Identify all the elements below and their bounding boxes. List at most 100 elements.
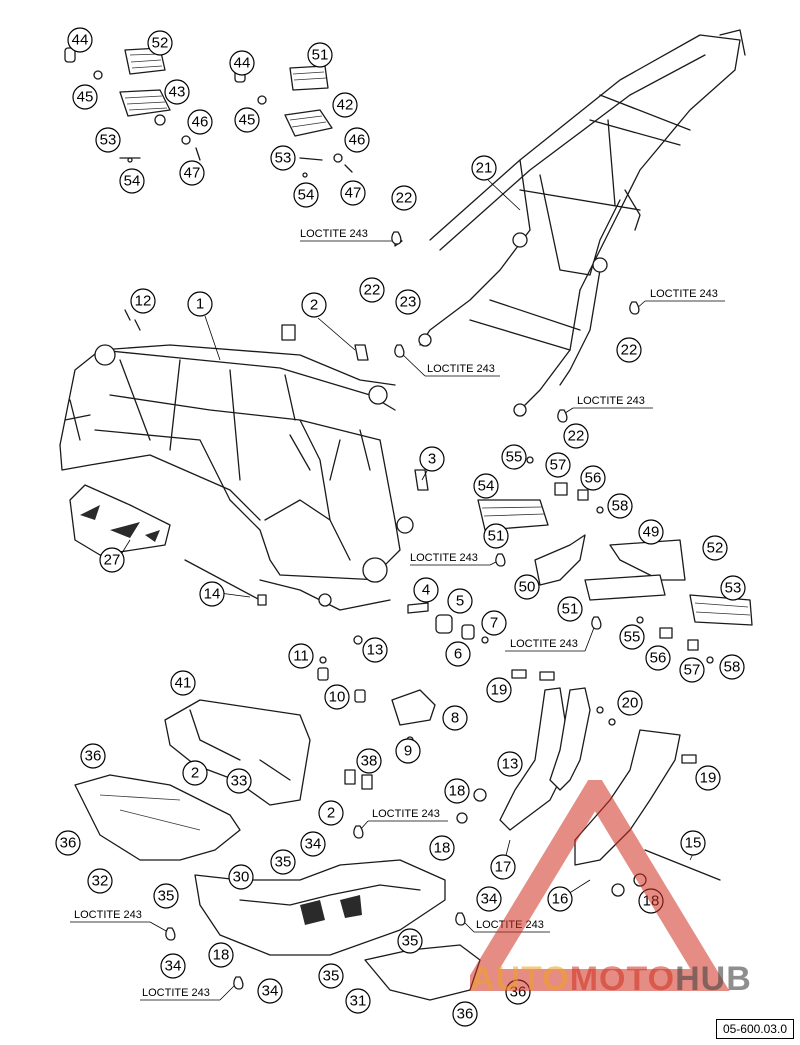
callout-35: 35 xyxy=(397,928,423,954)
callout-27: 27 xyxy=(99,547,125,573)
leader-lines xyxy=(121,179,694,900)
callout-22: 22 xyxy=(391,185,417,211)
callout-15: 15 xyxy=(680,830,706,856)
callout-57: 56 xyxy=(580,465,606,491)
callout-22: 22 xyxy=(563,423,589,449)
svg-text:22: 22 xyxy=(364,282,381,299)
skid-plate-30 xyxy=(194,859,481,1001)
loctite-text: LOCTITE 243 xyxy=(372,808,440,820)
callout-52: 51 xyxy=(557,596,583,622)
callout-36: 36 xyxy=(505,979,531,1005)
svg-text:54: 54 xyxy=(124,173,141,190)
svg-text:31: 31 xyxy=(350,993,367,1010)
callout-43: 45 xyxy=(234,107,260,133)
callout-9: 9 xyxy=(395,738,421,764)
svg-text:50: 50 xyxy=(519,579,536,596)
svg-text:16: 16 xyxy=(552,891,569,908)
callout-2: 2 xyxy=(318,800,344,826)
callout-34: 34 xyxy=(160,953,186,979)
callout-1: 1 xyxy=(187,291,213,317)
svg-text:51: 51 xyxy=(488,528,505,545)
loctite-label: LOCTITE 243 xyxy=(359,808,448,831)
callout-36: 36 xyxy=(452,1001,478,1027)
callout-2: 2 xyxy=(301,292,327,318)
callout-37: 38 xyxy=(356,748,382,774)
callout-45: 47 xyxy=(179,160,205,186)
lower-guards-left xyxy=(74,699,373,861)
callout-31: 31 xyxy=(345,988,371,1014)
svg-text:54: 54 xyxy=(478,478,495,495)
callout-36: 36 xyxy=(55,830,81,856)
callout-58: 57 xyxy=(679,657,705,683)
callout-23: 23 xyxy=(395,289,421,315)
callout-50: 49 xyxy=(638,519,664,545)
svg-text:2: 2 xyxy=(191,765,199,782)
callout-35: 35 xyxy=(318,963,344,989)
svg-text:47: 47 xyxy=(184,165,201,182)
callout-57: 56 xyxy=(645,645,671,671)
loctite-text: LOCTITE 243 xyxy=(300,228,368,240)
rear-subframe xyxy=(418,29,746,417)
svg-text:45: 45 xyxy=(77,89,94,106)
callout-18: 18 xyxy=(444,778,470,804)
svg-text:34: 34 xyxy=(481,891,498,908)
loctite-text: LOCTITE 243 xyxy=(74,909,142,921)
svg-text:18: 18 xyxy=(213,947,230,964)
svg-text:8: 8 xyxy=(451,710,459,727)
svg-text:44: 44 xyxy=(234,55,251,72)
callout-33: 33 xyxy=(226,768,252,794)
svg-text:46: 46 xyxy=(349,132,366,149)
svg-text:45: 45 xyxy=(239,112,256,129)
svg-text:57: 57 xyxy=(550,457,567,474)
callout-21: 21 xyxy=(471,155,497,181)
callout-58: 57 xyxy=(545,452,571,478)
callout-10: 10 xyxy=(324,684,350,710)
svg-text:34: 34 xyxy=(262,983,279,1000)
callout-55: 54 xyxy=(473,473,499,499)
callout-48: 53 xyxy=(95,127,121,153)
svg-text:20: 20 xyxy=(622,695,639,712)
svg-text:6: 6 xyxy=(454,646,462,663)
loctite-label: LOCTITE 243 xyxy=(634,288,725,311)
svg-text:36: 36 xyxy=(457,1006,474,1023)
loctite-text: LOCTITE 243 xyxy=(650,288,718,300)
callout-34: 34 xyxy=(300,831,326,857)
svg-text:21: 21 xyxy=(476,160,493,177)
skid-guard-27 xyxy=(69,484,171,556)
svg-text:14: 14 xyxy=(204,586,221,603)
svg-text:55: 55 xyxy=(506,449,523,466)
callout-20: 20 xyxy=(617,690,643,716)
svg-text:58: 58 xyxy=(724,659,741,676)
svg-text:7: 7 xyxy=(490,615,498,632)
callout-14: 14 xyxy=(199,581,225,607)
svg-text:34: 34 xyxy=(305,836,322,853)
svg-text:18: 18 xyxy=(643,893,660,910)
svg-text:30: 30 xyxy=(233,869,250,886)
callout-11: 11 xyxy=(288,643,314,669)
loctite-label: LOCTITE 243 xyxy=(140,984,236,1001)
callout-32: 32 xyxy=(87,868,113,894)
svg-text:15: 15 xyxy=(685,835,702,852)
svg-text:13: 13 xyxy=(367,642,384,659)
svg-text:43: 43 xyxy=(169,84,186,101)
loctite-text: LOCTITE 243 xyxy=(476,919,544,931)
footpeg-brackets-right xyxy=(477,456,753,664)
svg-text:52: 52 xyxy=(152,35,169,52)
svg-text:49: 49 xyxy=(643,524,660,541)
svg-text:38: 38 xyxy=(361,753,378,770)
svg-text:13: 13 xyxy=(502,756,519,773)
callout-22: 22 xyxy=(616,337,642,363)
callout-49: 54 xyxy=(293,182,319,208)
svg-text:53: 53 xyxy=(275,150,292,167)
svg-text:35: 35 xyxy=(402,933,419,950)
loctite-text: LOCTITE 243 xyxy=(510,638,578,650)
callout-34: 34 xyxy=(257,978,283,1004)
svg-text:9: 9 xyxy=(404,743,412,760)
svg-text:36: 36 xyxy=(510,984,527,1001)
svg-text:17: 17 xyxy=(495,859,512,876)
svg-text:52: 52 xyxy=(707,540,724,557)
svg-text:5: 5 xyxy=(456,593,464,610)
svg-text:54: 54 xyxy=(298,187,315,204)
callout-17: 17 xyxy=(490,854,516,880)
